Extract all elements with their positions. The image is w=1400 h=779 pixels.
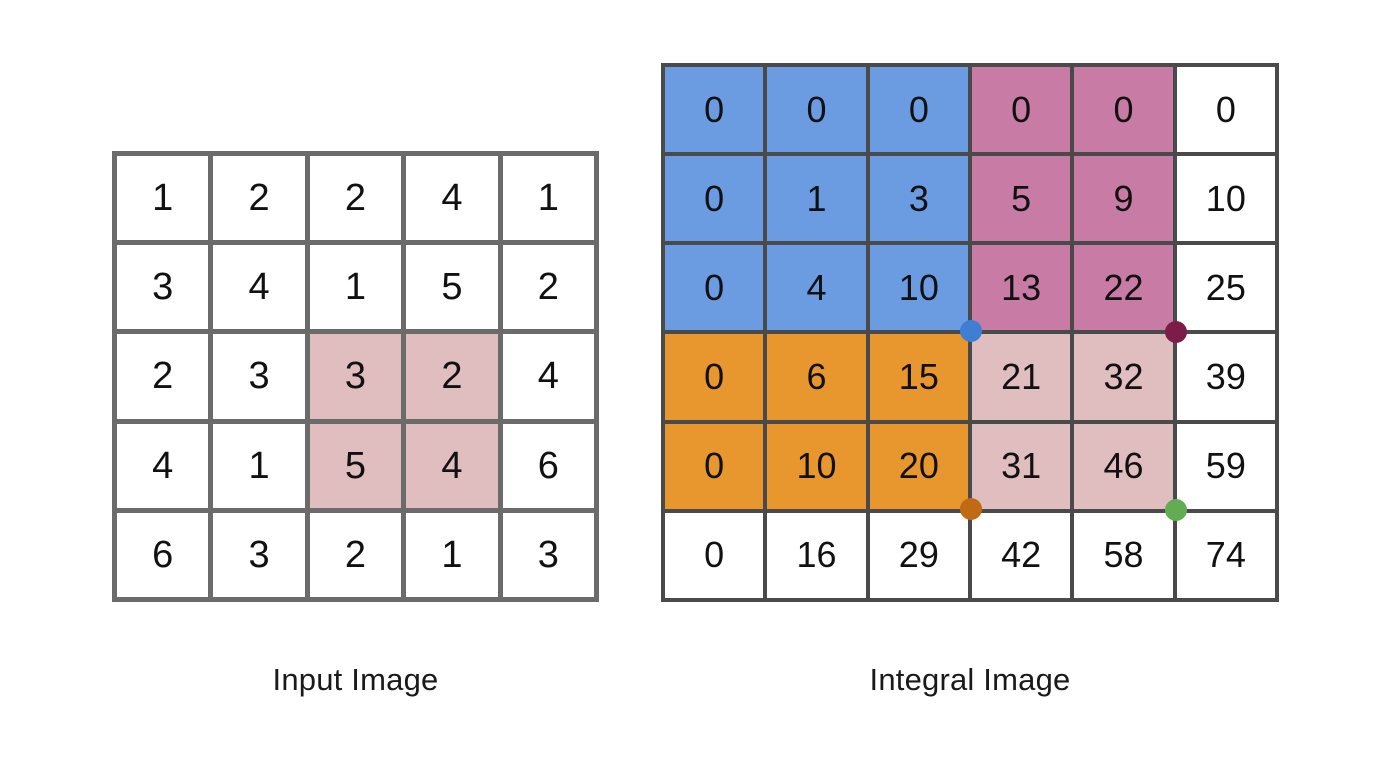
grid-cell: 32 [1074, 334, 1173, 420]
grid-cell: 3 [213, 512, 305, 597]
grid-cell: 1 [117, 156, 209, 241]
grid-cell: 3 [213, 334, 305, 419]
corner-dot-maroon [1165, 321, 1187, 343]
grid-cell: 20 [869, 423, 968, 509]
grid-cell: 2 [309, 512, 402, 597]
grid-cell: 1 [406, 512, 498, 597]
corner-dot-green [1165, 499, 1187, 521]
grid-cell: 5 [972, 156, 1071, 242]
grid-cell: 1 [767, 156, 866, 242]
grid-cell: 4 [406, 423, 498, 508]
grid-cell: 21 [972, 334, 1071, 420]
grid-cell: 0 [665, 334, 764, 420]
grid-cell: 4 [117, 423, 209, 508]
grid-cell: 42 [972, 512, 1071, 598]
grid-cell: 6 [502, 423, 594, 508]
grid-cell: 9 [1074, 156, 1173, 242]
grid-cell: 4 [767, 245, 866, 331]
grid-cell: 15 [869, 334, 968, 420]
grid-cell: 5 [406, 245, 498, 330]
grid-cell: 0 [665, 245, 764, 331]
grid-cell: 0 [1176, 67, 1275, 153]
grid-cell: 5 [309, 423, 402, 508]
grid-cell: 2 [309, 156, 402, 241]
grid-cell: 10 [767, 423, 866, 509]
grid-cell: 3 [869, 156, 968, 242]
grid-cell: 10 [1176, 156, 1275, 242]
grid-cell: 6 [117, 512, 209, 597]
corner-dot-orange [960, 498, 982, 520]
grid-cell: 25 [1176, 245, 1275, 331]
grid-cell: 46 [1074, 423, 1173, 509]
grid-cell: 3 [117, 245, 209, 330]
grid-cell: 2 [406, 334, 498, 419]
grid-cell: 4 [213, 245, 305, 330]
grid-cell: 0 [869, 67, 968, 153]
grid-cell: 22 [1074, 245, 1173, 331]
grid-cell: 31 [972, 423, 1071, 509]
grid-cell: 0 [665, 423, 764, 509]
integral-image-caption: Integral Image [869, 662, 1071, 697]
grid-cell: 3 [502, 512, 594, 597]
grid-cell: 29 [869, 512, 968, 598]
grid-cell: 74 [1176, 512, 1275, 598]
grid-cell: 0 [665, 512, 764, 598]
grid-cell: 1 [309, 245, 402, 330]
grid-cell: 0 [1074, 67, 1173, 153]
grid-cell: 58 [1074, 512, 1173, 598]
grid-cell: 2 [117, 334, 209, 419]
grid-cell: 1 [213, 423, 305, 508]
grid-cell: 6 [767, 334, 866, 420]
grid-cell: 4 [406, 156, 498, 241]
grid-cell: 0 [665, 156, 764, 242]
grid-cell: 13 [972, 245, 1071, 331]
corner-dot-blue [960, 320, 982, 342]
grid-cell: 10 [869, 245, 968, 331]
grid-cell: 1 [502, 156, 594, 241]
grid-cell: 0 [665, 67, 764, 153]
grid-cell: 59 [1176, 423, 1275, 509]
grid-cell: 0 [767, 67, 866, 153]
grid-cell: 39 [1176, 334, 1275, 420]
input-image-caption: Input Image [272, 662, 439, 697]
grid-cell: 2 [502, 245, 594, 330]
grid-cell: 0 [972, 67, 1071, 153]
grid-cell: 3 [309, 334, 402, 419]
grid-cell: 4 [502, 334, 594, 419]
grid-cell: 2 [213, 156, 305, 241]
grid-cell: 16 [767, 512, 866, 598]
